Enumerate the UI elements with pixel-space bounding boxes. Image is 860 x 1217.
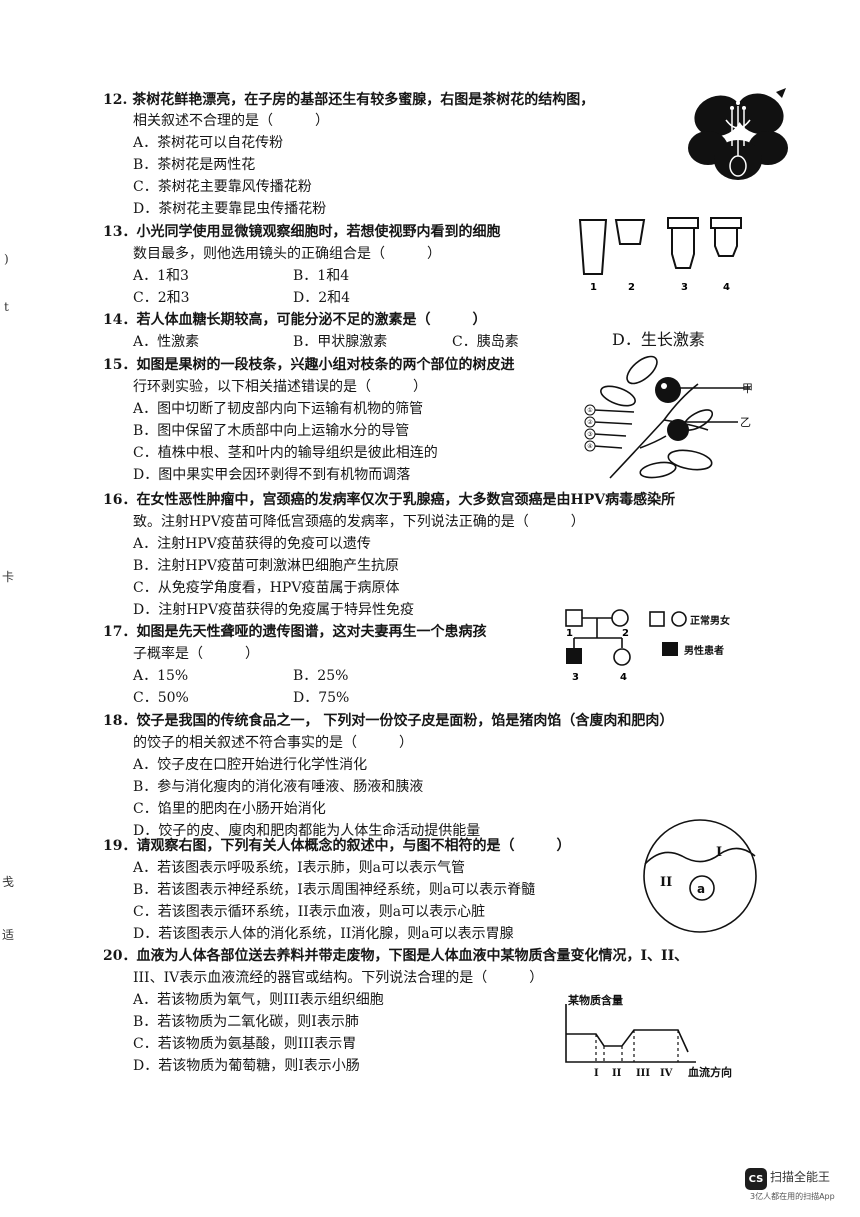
q17-option-b: B．25% bbox=[293, 668, 349, 684]
q15-stem-1: 15．如图是果树的一段枝条，兴趣小组对枝条的两个部位的树皮进 bbox=[103, 357, 515, 373]
q16-stem-2: 致。注射HPV疫苗可降低宫颈癌的发病率，下列说法正确的是（ ） bbox=[133, 514, 585, 530]
q17-option-d: D．75% bbox=[293, 690, 350, 706]
q18-option-d: D．饺子的皮、廋肉和肥肉都能为人体生命活动提供能量 bbox=[133, 823, 481, 839]
scanner-brand: 扫描全能王 bbox=[770, 1170, 831, 1184]
q16-option-a: A．注射HPV疫苗获得的免疫可以遗传 bbox=[133, 536, 371, 552]
legend-normal: 正常男女 bbox=[690, 614, 730, 627]
q15-stem-2: 行环剥实验，以下相关描述错误的是（ ） bbox=[133, 379, 427, 395]
q16-option-d: D．注射HPV疫苗获得的免疫属于特异性免疫 bbox=[133, 602, 414, 618]
q18-stem-2: 的饺子的相关叙述不符合事实的是（ ） bbox=[133, 735, 413, 751]
q18-option-c: C．馅里的肥肉在小肠开始消化 bbox=[133, 801, 326, 817]
q18-stem-1: 18．饺子是我国的传统食品之一， 下列对一份饺子皮是面粉，馅是猪肉馅（含廋肉和肥… bbox=[103, 713, 674, 729]
q14-option-d: D．生长激素 bbox=[612, 330, 705, 349]
scanner-tagline: 3亿人都在用的扫描App bbox=[750, 1192, 835, 1201]
scanner-logo: CS bbox=[745, 1168, 767, 1190]
q20-option-c: C．若该物质为氨基酸，则III表示胃 bbox=[133, 1036, 357, 1052]
q12-option-b: B．茶树花是两性花 bbox=[133, 157, 256, 173]
q19-option-b: B．若该图表示神经系统，I表示周围神经系统，则a可以表示脊髓 bbox=[133, 882, 536, 898]
lens-label-4: 4 bbox=[723, 282, 730, 293]
q18-option-a: A．饺子皮在口腔开始进行化学性消化 bbox=[133, 757, 368, 773]
concept-circle-figure: I II a bbox=[643, 819, 757, 933]
lens-label-2: 2 bbox=[628, 282, 635, 293]
q12-option-d: D．茶树花主要靠昆虫传播花粉 bbox=[133, 201, 327, 217]
tea-flower-figure bbox=[688, 88, 788, 180]
q20-stem-1: 20．血液为人体各部位送去养料并带走废物，下图是人体血液中某物质含量变化情况，I… bbox=[103, 948, 689, 964]
q13-stem-2: 数目最多，则他选用镜头的正确组合是（ ） bbox=[133, 246, 441, 262]
q12-stem-1: 12. 茶树花鲜艳漂亮，在子房的基部还生有较多蜜腺，右图是茶树花的结构图， bbox=[103, 92, 595, 108]
q17-option-a: A．15% bbox=[133, 668, 189, 684]
lens-label-3: 3 bbox=[681, 282, 688, 293]
q15-option-b: B．图中保留了木质部中向上运输水分的导管 bbox=[133, 423, 410, 439]
q15-option-c: C．植株中根、茎和叶内的输导组织是彼此相连的 bbox=[133, 445, 438, 461]
q12-option-c: C．茶树花主要靠风传播花粉 bbox=[133, 179, 312, 195]
marker-1: ① bbox=[587, 407, 592, 414]
pedigree-id-3: 3 bbox=[572, 672, 579, 683]
blood-content-figure: 某物质含量 I II III IV 血流方向 bbox=[565, 993, 732, 1079]
pedigree-id-4: 4 bbox=[620, 672, 627, 683]
q20-option-d: D．若该物质为葡萄糖，则I表示小肠 bbox=[133, 1058, 360, 1074]
q16-option-c: C．从免疫学角度看，HPV疫苗属于病原体 bbox=[133, 580, 400, 596]
lens-label-1: 1 bbox=[590, 282, 597, 293]
q17-stem-1: 17．如图是先天性聋哑的遗传图谱，这对夫妻再生一个患病孩 bbox=[103, 624, 487, 640]
q13-option-c: C．2和3 bbox=[133, 290, 190, 306]
q15-option-a: A．图中切断了韧皮部内向下运输有机物的筛管 bbox=[133, 401, 424, 417]
q12-stem-2: 相关叙述不合理的是（ ） bbox=[133, 113, 329, 129]
margin-mark: 戋 bbox=[2, 875, 15, 889]
x-axis-label: 血流方向 bbox=[688, 1065, 732, 1079]
q14-stem-1: 14．若人体血糖长期较高，可能分泌不足的激素是（ ） bbox=[103, 312, 487, 328]
margin-mark: 适 bbox=[2, 928, 15, 942]
microscope-lenses-figure: 1 2 3 4 bbox=[578, 217, 742, 293]
q15-option-d: D．图中果实甲会因环剥得不到有机物而调落 bbox=[133, 467, 411, 483]
label-I: I bbox=[716, 845, 722, 860]
q13-option-b: B．1和4 bbox=[293, 268, 350, 284]
label-II: II bbox=[660, 875, 672, 890]
q19-option-a: A．若该图表示呼吸系统，I表示肺，则a可以表示气管 bbox=[133, 860, 465, 876]
fruit-branch-figure: ① ② ③ ④ 甲 乙 bbox=[584, 355, 753, 479]
marker-2: ② bbox=[587, 419, 593, 426]
q16-stem-1: 16．在女性恶性肿瘤中，宫颈癌的发病率仅次于乳腺癌，大多数宫颈癌是由HPV病毒感… bbox=[103, 492, 676, 508]
legend-patient: 男性患者 bbox=[684, 644, 724, 657]
q14-option-b: B．甲状腺激素 bbox=[293, 334, 388, 350]
q13-option-d: D．2和4 bbox=[293, 290, 351, 306]
q13-option-a: A．1和3 bbox=[133, 268, 189, 284]
q18-option-b: B．参与消化瘦肉的消化液有唾液、肠液和胰液 bbox=[133, 779, 424, 795]
label-a: a bbox=[697, 882, 705, 896]
tick-III: III bbox=[636, 1068, 650, 1079]
pedigree-id-1: 1 bbox=[566, 628, 573, 639]
q12-option-a: A．茶树花可以自花传粉 bbox=[133, 135, 284, 151]
y-axis-label: 某物质含量 bbox=[567, 993, 623, 1007]
q20-stem-2: III、IV表示血液流经的器官或结构。下列说法合理的是（ ） bbox=[133, 970, 544, 986]
q19-option-c: C．若该图表示循环系统，II表示血液，则a可以表示心脏 bbox=[133, 904, 486, 920]
q16-option-b: B．注射HPV疫苗可刺激淋巴细胞产生抗原 bbox=[133, 558, 400, 574]
tick-II: II bbox=[612, 1068, 622, 1079]
pedigree-id-2: 2 bbox=[622, 628, 629, 639]
q17-stem-2: 子概率是（ ） bbox=[133, 646, 259, 662]
q20-option-b: B．若该物质为二氧化碳，则I表示肺 bbox=[133, 1014, 359, 1030]
tick-IV: IV bbox=[660, 1068, 673, 1079]
q19-stem-1: 19．请观察右图，下列有关人体概念的叙述中，与图不相符的是（ ） bbox=[103, 838, 571, 854]
q14-option-c: C．胰岛素 bbox=[452, 334, 519, 350]
tick-I: I bbox=[594, 1068, 599, 1079]
margin-mark: t bbox=[4, 300, 9, 314]
q20-option-a: A．若该物质为氧气，则III表示组织细胞 bbox=[133, 992, 384, 1008]
q14-option-a: A．性激素 bbox=[133, 334, 200, 350]
margin-mark: 卡 bbox=[2, 570, 15, 584]
marker-4: ④ bbox=[587, 443, 592, 450]
marker-3: ③ bbox=[587, 431, 592, 438]
pedigree-figure: 1 2 3 4 正常男女 男性患者 bbox=[565, 609, 730, 683]
q17-option-c: C．50% bbox=[133, 690, 189, 706]
label-jia: 甲 bbox=[742, 382, 753, 395]
q19-option-d: D．若该图表示人体的消化系统，II消化腺，则a可以表示胃腺 bbox=[133, 926, 514, 942]
margin-mark: ) bbox=[4, 252, 9, 266]
label-yi: 乙 bbox=[740, 416, 751, 429]
q13-stem-1: 13．小光同学使用显微镜观察细胞时，若想使视野内看到的细胞 bbox=[103, 224, 501, 240]
